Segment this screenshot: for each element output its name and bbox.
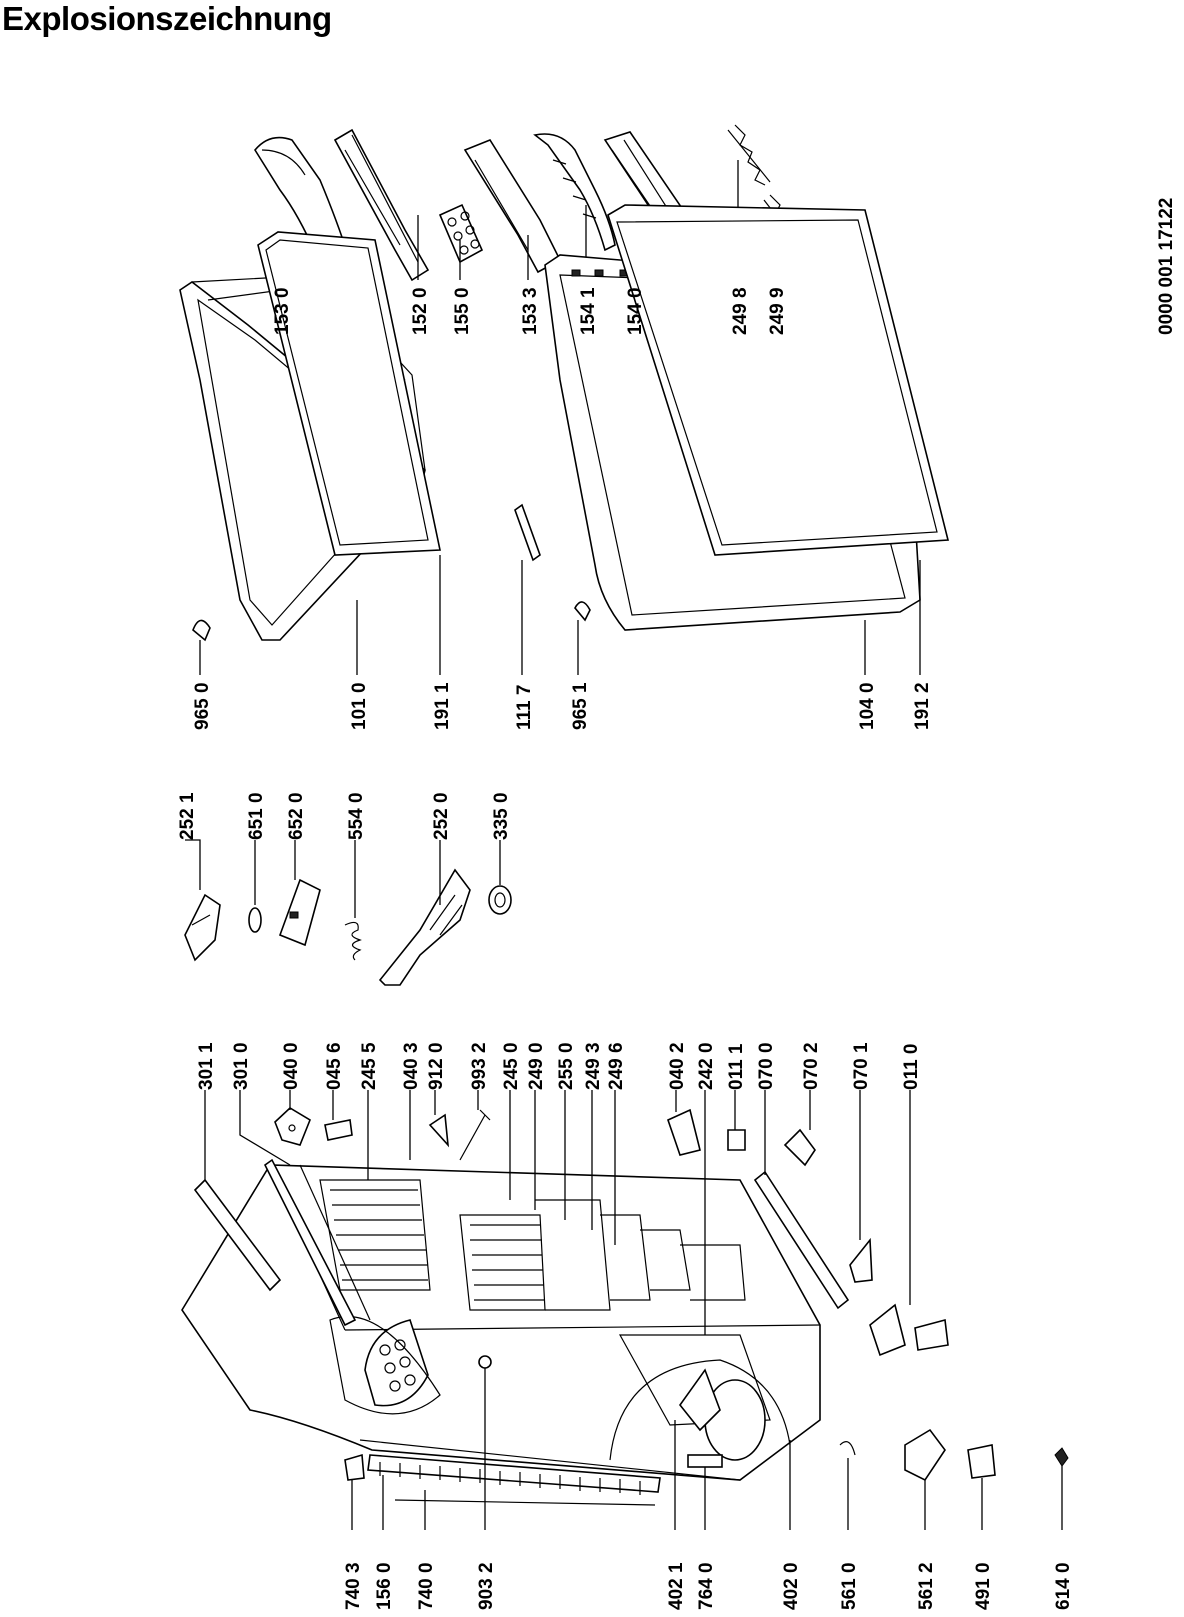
label-040-0: 040 0 [281,1042,302,1090]
door-stop-740-3 [344,1453,365,1481]
hinge-pin [324,1119,353,1141]
label-764-0: 764 0 [696,1562,717,1610]
label-903-2: 903 2 [476,1562,497,1610]
egg-tray [438,203,484,264]
clip-561-0 [839,1441,856,1456]
label-402-0: 402 0 [781,1562,802,1610]
label-011-0: 011 0 [901,1044,922,1091]
label-965-1: 965 1 [570,682,591,730]
label-249-9: 249 9 [767,287,788,335]
label-335-0: 335 0 [491,792,512,840]
label-242-0: 242 0 [696,1042,717,1090]
bracket-561-2 [904,1428,946,1482]
label-154-1: 154 1 [578,287,599,335]
label-152-0: 152 0 [410,287,431,335]
label-245-0: 245 0 [501,1042,522,1090]
cabinet-body [181,1164,821,1506]
rubber-903 [478,1355,492,1369]
page-title: Explosionszeichnung [2,0,332,37]
screw-912 [428,1113,450,1148]
lamp-socket [278,878,321,947]
label-040-2: 040 2 [667,1042,688,1090]
hinge-bracket-middle [667,1108,701,1156]
thermostat-knob [488,885,512,915]
cover-0701 [849,1237,873,1283]
label-070-0: 070 0 [756,1042,777,1090]
part-labels: 153 0 152 0 155 0 153 3 154 1 154 0 249 … [177,198,1177,1610]
label-111-7: 111 7 [514,685,535,730]
label-249-8: 249 8 [730,287,751,335]
door-stop-lower [574,601,591,622]
label-104-0: 104 0 [857,682,878,730]
lamp-bulb [248,907,262,933]
shelf-support-upper [727,124,771,186]
label-156-0: 156 0 [374,1562,395,1610]
thermostat-housing-top [184,893,221,962]
sensor-993 [459,1109,491,1161]
label-011-1: 011 1 [726,1043,747,1090]
top-trim-strip [193,1178,282,1292]
bottom-trim-strip [753,1170,850,1310]
label-040-3: 040 3 [401,1042,422,1090]
label-249-6: 249 6 [606,1042,627,1090]
label-245-5: 245 5 [359,1042,380,1090]
label-249-3: 249 3 [583,1042,604,1090]
thermostat-housing [378,868,471,986]
door-shelf-bar [333,128,430,282]
label-740-3: 740 3 [343,1562,364,1610]
label-965-0: 965 0 [192,682,213,730]
label-561-2: 561 2 [916,1562,937,1610]
label-252-1: 252 1 [177,792,198,840]
foot-011 [869,1303,949,1357]
spring [344,921,362,961]
grommet-614 [1054,1447,1069,1467]
label-249-0: 249 0 [526,1042,547,1090]
label-070-2: 070 2 [801,1042,822,1090]
label-101-0: 101 0 [349,682,370,730]
label-301-1: 301 1 [196,1042,217,1090]
top-cover [263,1158,357,1327]
label-255-0: 255 0 [556,1042,577,1090]
label-070-1: 070 1 [851,1042,872,1090]
bracket-0702 [783,1128,816,1167]
door-shelf-rail [533,133,616,252]
label-045-6: 045 6 [324,1042,345,1090]
label-554-0: 554 0 [346,792,367,840]
label-561-0: 561 0 [839,1562,860,1610]
fridge-door-gasket [607,204,950,556]
document-number: 0000 001 17122 [1156,198,1177,335]
door-stop-upper [192,619,211,642]
hinge-top [274,1107,311,1146]
label-491-0: 491 0 [973,1562,994,1610]
label-153-3: 153 3 [520,287,541,335]
door-handle [514,503,541,562]
label-402-1: 402 1 [666,1562,687,1610]
label-155-0: 155 0 [452,287,473,335]
label-993-2: 993 2 [469,1042,490,1090]
label-652-0: 652 0 [286,792,307,840]
label-153-0: 153 0 [272,287,293,335]
foot-screw-upper [727,1129,746,1151]
label-651-0: 651 0 [246,792,267,840]
label-191-1: 191 1 [432,682,453,730]
label-301-0: 301 0 [231,1042,252,1090]
label-614-0: 614 0 [1053,1562,1074,1610]
label-191-2: 191 2 [912,682,933,730]
label-252-0: 252 0 [431,792,452,840]
label-154-0: 154 0 [625,287,646,335]
label-740-0: 740 0 [416,1562,437,1610]
freezer-door-gasket [257,231,441,556]
cap-491 [967,1444,996,1479]
label-912-0: 912 0 [426,1042,447,1090]
